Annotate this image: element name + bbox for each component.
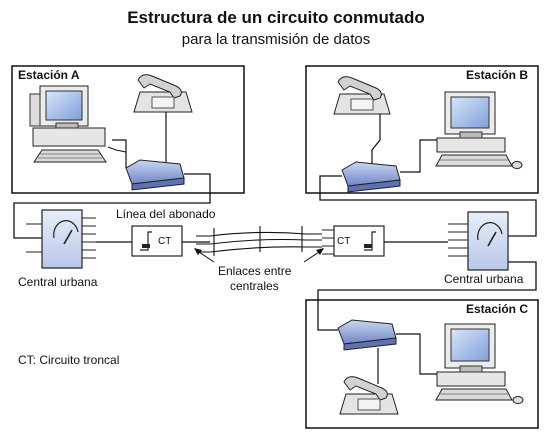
central-switch-right xyxy=(448,211,509,271)
ct-left-label: CT xyxy=(158,236,172,247)
station-c-label: Estación C xyxy=(466,302,529,316)
links-label-line1: Enlaces entre xyxy=(218,264,292,278)
mouse-icon xyxy=(511,161,523,169)
subscriber-line-label: Línea del abonado xyxy=(116,207,216,221)
modem-icon xyxy=(337,319,397,351)
telephone-icon xyxy=(333,76,391,115)
mouse-icon xyxy=(512,396,524,404)
trunk-circuit-right xyxy=(333,225,385,257)
trunk-circuit-left xyxy=(131,225,183,257)
station-a-label: Estación A xyxy=(18,68,80,82)
links-arrow-left xyxy=(194,248,215,263)
station-b-label: Estación B xyxy=(466,68,529,82)
diagram-subtitle: para la transmisión de datos xyxy=(181,31,371,48)
keyboard-icon xyxy=(435,388,513,401)
ct-right-label: CT xyxy=(337,236,351,247)
central-right-label: Central urbana xyxy=(444,272,524,286)
modem-icon xyxy=(125,159,185,191)
telephone-icon xyxy=(133,74,193,113)
keyboard-icon xyxy=(33,149,107,163)
computer-icon xyxy=(436,323,506,387)
computer-icon xyxy=(29,85,106,147)
station-b-frame xyxy=(305,65,539,194)
keyboard-icon xyxy=(435,154,513,167)
diagram-title: Estructura de un circuito conmutado xyxy=(127,8,425,27)
central-left-label: Central urbana xyxy=(18,275,98,289)
inter-exchange-links xyxy=(182,226,334,256)
station-a-frame xyxy=(11,65,245,194)
modem-icon xyxy=(341,161,401,193)
computer-icon xyxy=(436,91,506,153)
legend-text: CT: Circuito troncal xyxy=(18,353,120,367)
links-arrow-right xyxy=(303,248,324,263)
telephone-icon xyxy=(339,376,399,415)
links-label-line2: centrales xyxy=(230,279,279,293)
central-switch-left xyxy=(26,209,96,269)
station-c-frame xyxy=(305,299,539,429)
